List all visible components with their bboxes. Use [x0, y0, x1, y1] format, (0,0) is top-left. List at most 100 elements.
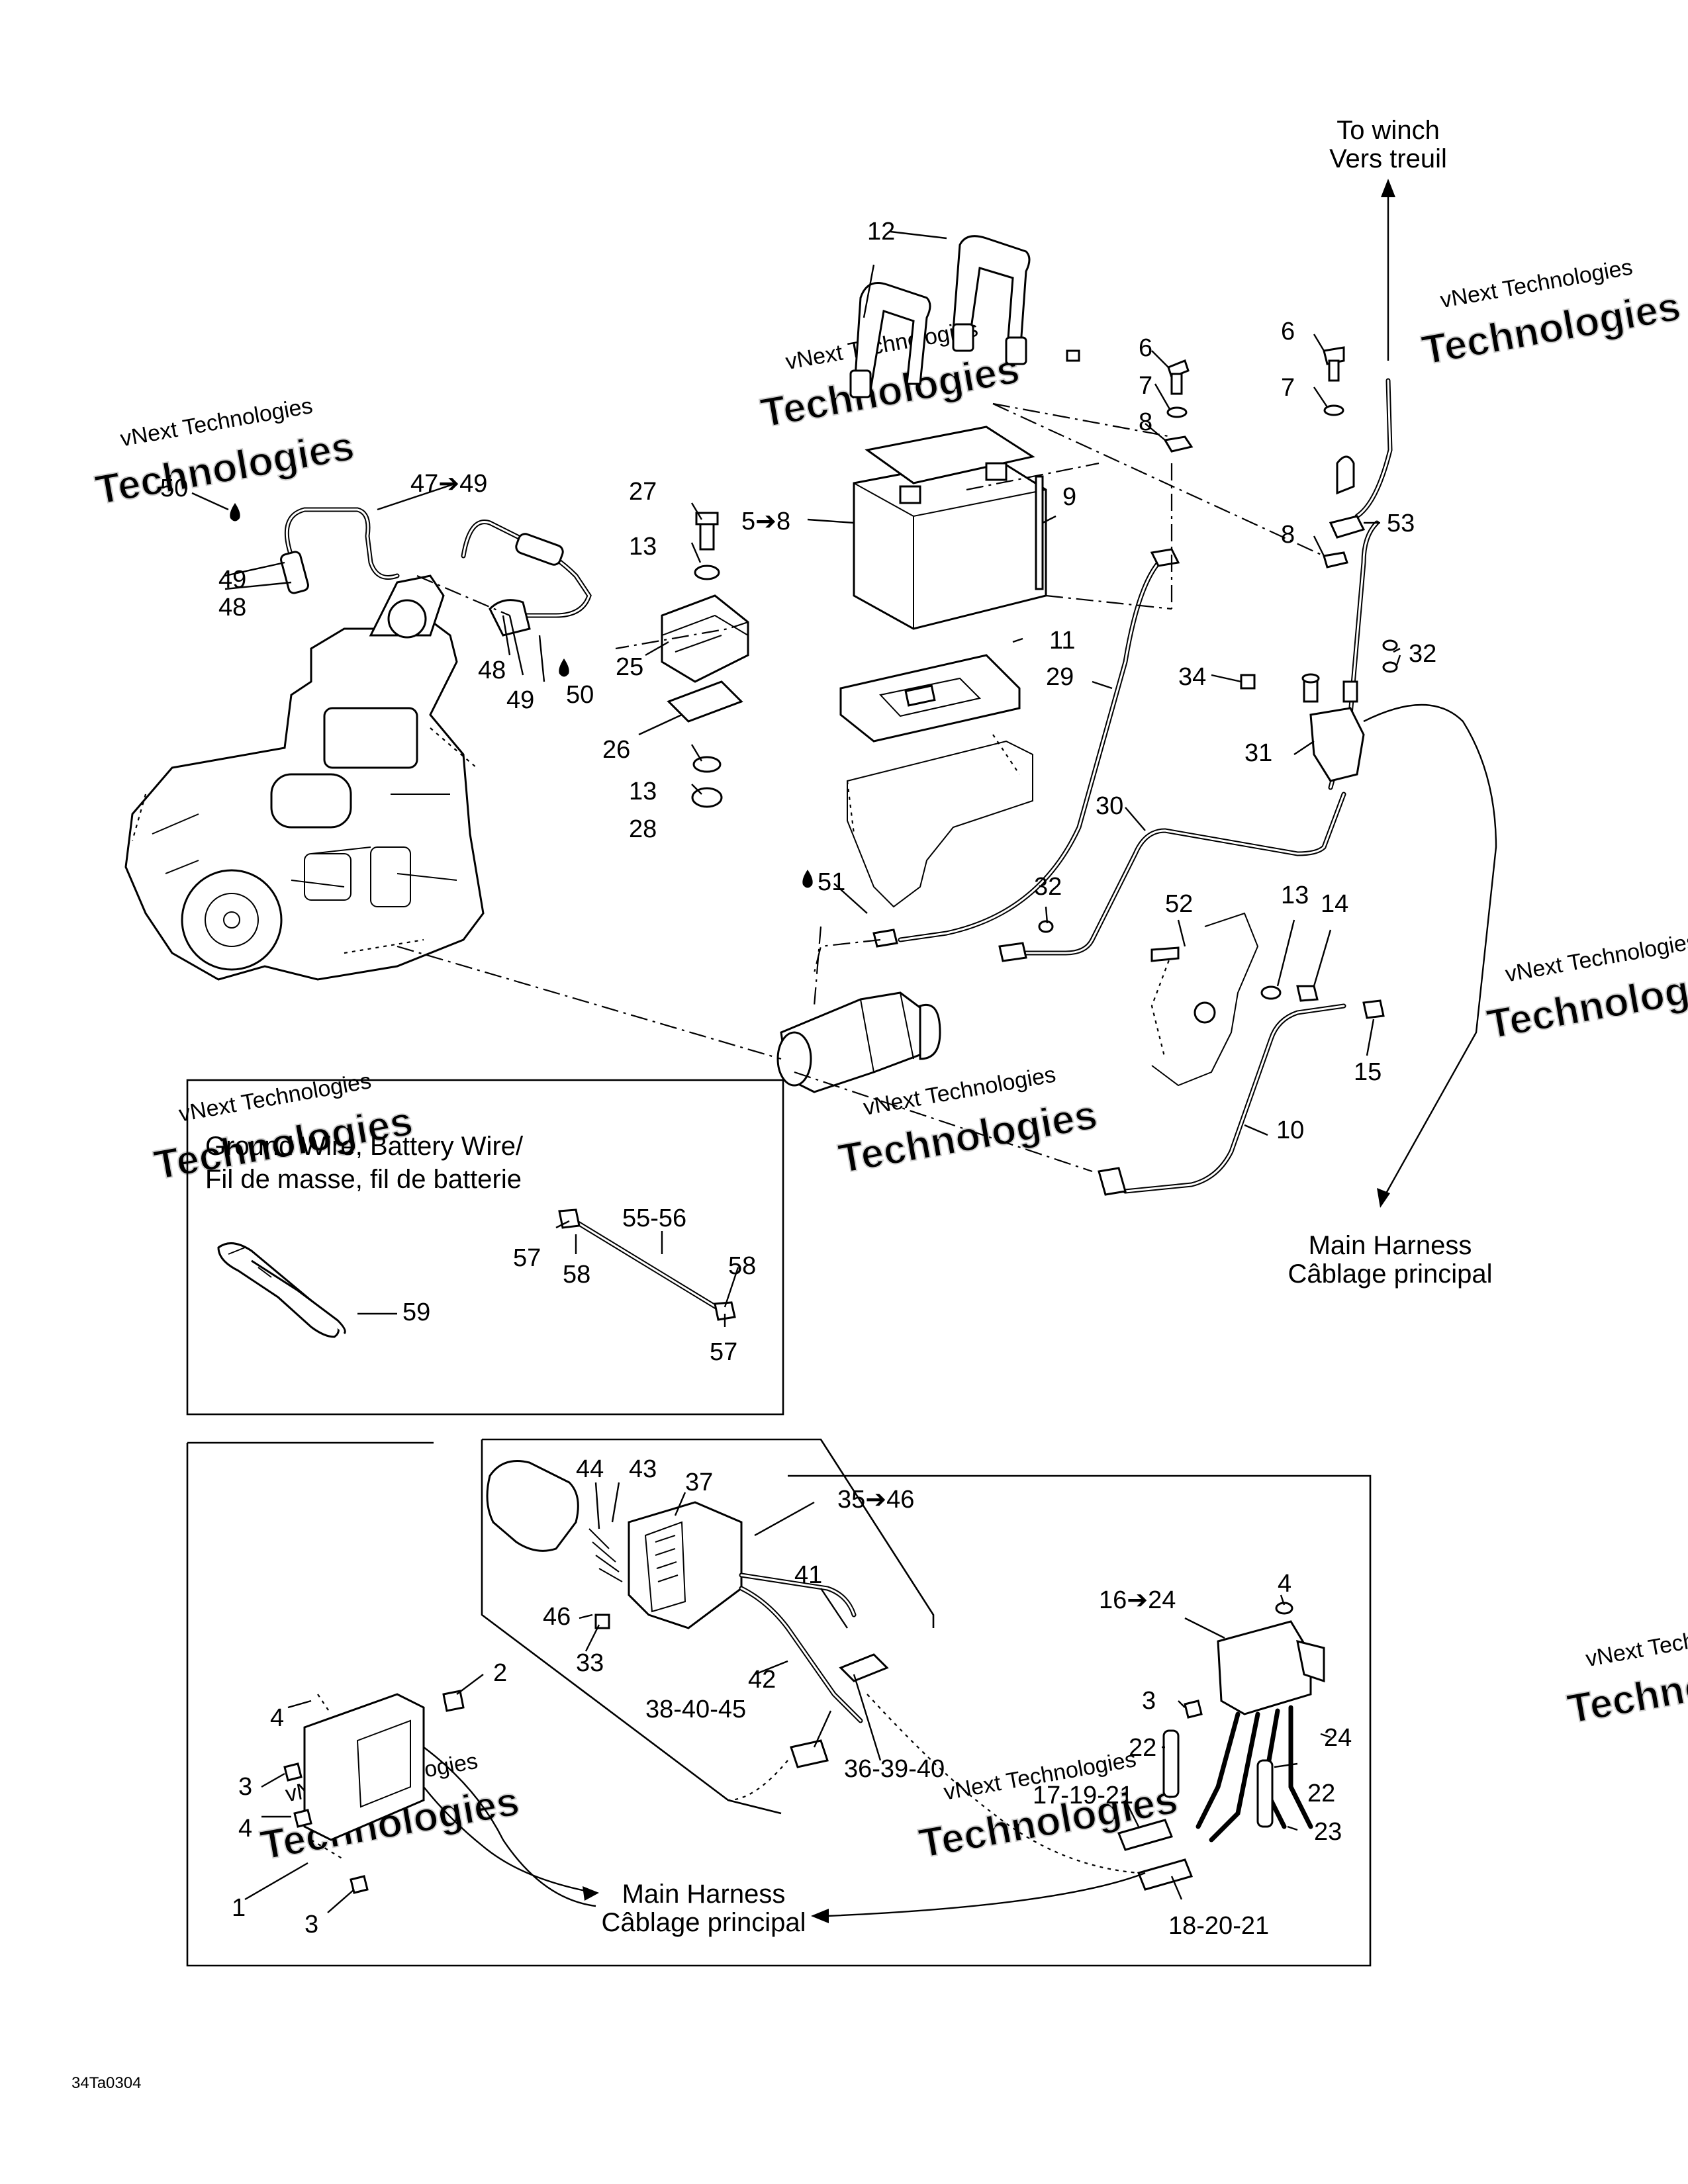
- watermark: vNext Technologies: [1584, 1614, 1688, 1672]
- callout: 48: [478, 657, 506, 684]
- main-harness-label-bottom-fr: Câblage principal: [601, 1908, 806, 1937]
- callout: 3: [238, 1773, 252, 1801]
- callout: 32: [1034, 873, 1062, 901]
- battery-cable: [898, 548, 1180, 942]
- callout: 12: [867, 218, 895, 246]
- callout: 58: [563, 1261, 590, 1289]
- callout: 35➔46: [837, 1486, 914, 1514]
- ecu-module: [283, 1690, 465, 1894]
- callout: 8: [1139, 408, 1152, 436]
- callout: 18-20-21: [1168, 1912, 1269, 1940]
- callout: 59: [402, 1298, 430, 1326]
- callout: 23: [1314, 1818, 1342, 1846]
- callout: 33: [576, 1649, 604, 1677]
- cdi-inset-frame: [481, 1438, 935, 1815]
- cdi-module: [486, 1460, 889, 1768]
- battery-straps: [849, 235, 1031, 399]
- callout: 42: [748, 1666, 776, 1694]
- callout: 41: [794, 1561, 822, 1589]
- callout: 55-56: [622, 1205, 686, 1232]
- callout: 15: [1354, 1058, 1382, 1086]
- callout: 22: [1307, 1780, 1335, 1807]
- winch-cable: [1328, 378, 1393, 790]
- main-harness-label-top: Main Harness: [1309, 1231, 1472, 1260]
- callout: 24: [1324, 1724, 1352, 1752]
- callout: 4: [270, 1704, 284, 1732]
- tool-inset-box: [186, 1079, 784, 1416]
- callout: 1: [232, 1894, 246, 1922]
- ground-cable: [1098, 1003, 1346, 1196]
- ground-bracket: [1150, 912, 1385, 1087]
- callout: 28: [629, 815, 657, 843]
- callout: 49: [218, 566, 246, 594]
- arrowhead: [811, 1909, 829, 1923]
- callout: 26: [602, 736, 630, 764]
- callout: 25: [616, 653, 643, 681]
- callout: 22: [1129, 1734, 1156, 1762]
- starter-motor: [776, 929, 941, 1093]
- vent-tube: [1035, 475, 1044, 590]
- callout: 9: [1062, 483, 1076, 511]
- ignition-coil: [661, 512, 749, 808]
- inset-title-fr: Fil de masse, fil de batterie: [205, 1165, 522, 1194]
- callout: 3: [305, 1911, 318, 1938]
- callout: 13: [629, 778, 657, 805]
- callout: 57: [513, 1244, 541, 1272]
- callout: 50: [160, 475, 188, 502]
- winch-label-fr: Vers treuil: [1329, 144, 1447, 173]
- crimping-tool: [217, 1242, 346, 1338]
- routing-line: [727, 1760, 788, 1801]
- harness-line: [1363, 704, 1497, 1199]
- callout: 17-19-21: [1033, 1782, 1133, 1809]
- callout: 14: [1321, 890, 1348, 918]
- callout: 4: [238, 1815, 252, 1843]
- harness-line: [827, 1872, 1146, 1917]
- arrowhead: [583, 1886, 599, 1901]
- callout: 46: [543, 1603, 571, 1631]
- callout: 57: [710, 1338, 737, 1366]
- callout: 27: [629, 478, 657, 506]
- battery: [853, 426, 1047, 630]
- callout: 53: [1387, 510, 1415, 537]
- callout: 13: [1281, 882, 1309, 909]
- callout: 38-40-45: [645, 1696, 746, 1723]
- callout: 5➔8: [741, 508, 790, 535]
- callout: 36-39-40: [844, 1755, 945, 1783]
- callout: 31: [1244, 739, 1272, 767]
- hardware: [1066, 346, 1348, 569]
- diagram-code: 34Ta0304: [71, 2074, 141, 2092]
- starter-solenoid: [1240, 639, 1398, 782]
- callout: 30: [1096, 792, 1123, 820]
- callout: 16➔24: [1099, 1586, 1176, 1614]
- inset-title: Ground Wire, Battery Wire/: [205, 1132, 524, 1161]
- callout: 13: [629, 533, 657, 561]
- callout: 4: [1278, 1570, 1291, 1598]
- main-harness-label-top-fr: Câblage principal: [1288, 1259, 1492, 1289]
- battery-tray: [839, 654, 1021, 743]
- arrowhead: [1381, 179, 1395, 197]
- callout: 32: [1409, 640, 1436, 668]
- callout: 10: [1276, 1116, 1304, 1144]
- callout: 49: [506, 686, 534, 714]
- callout: 29: [1046, 663, 1074, 691]
- callout: 52: [1165, 890, 1193, 918]
- callout: 47➔49: [410, 470, 487, 498]
- callout: 34: [1178, 663, 1206, 691]
- winch-label: To winch: [1336, 116, 1440, 145]
- callout: 37: [685, 1469, 713, 1496]
- electrical-box: [186, 1441, 1372, 1967]
- arrowhead: [1377, 1188, 1390, 1208]
- callout: 6: [1281, 318, 1295, 345]
- callout: 50: [566, 681, 594, 709]
- callouts: 12 6 6 7 7 8 8 5➔8 9 53 50 47➔49 27 13 4…: [160, 218, 1436, 1940]
- callout: 58: [728, 1252, 756, 1280]
- callout: 2: [493, 1659, 507, 1687]
- leader-lines: [191, 230, 1401, 1913]
- battery-support: [846, 734, 1033, 908]
- assembly-lines: [397, 402, 1325, 1173]
- harness-line: [423, 1747, 596, 1907]
- harness-line: [423, 1786, 596, 1894]
- callout: 48: [218, 594, 246, 621]
- callout: 7: [1139, 372, 1152, 400]
